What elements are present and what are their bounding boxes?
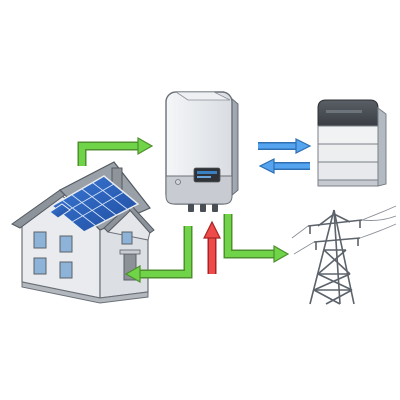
flow-arrow-inverter-to-house	[124, 226, 193, 284]
flow-arrow-grid-to-inverter	[203, 220, 221, 274]
flow-arrow-inverter-to-grid	[223, 214, 290, 264]
house-windows	[33, 231, 133, 279]
power-pylon-icon	[291, 205, 397, 305]
flow-arrow-battery-to-inverter	[258, 158, 310, 174]
battery-storage-icon	[317, 99, 387, 187]
solar-house-icon	[11, 161, 155, 304]
hybrid-inverter-icon	[165, 90, 239, 212]
flow-arrow-solar-to-inverter	[77, 136, 154, 166]
solar-panels	[49, 175, 140, 233]
flow-arrow-inverter-to-battery	[258, 138, 312, 154]
